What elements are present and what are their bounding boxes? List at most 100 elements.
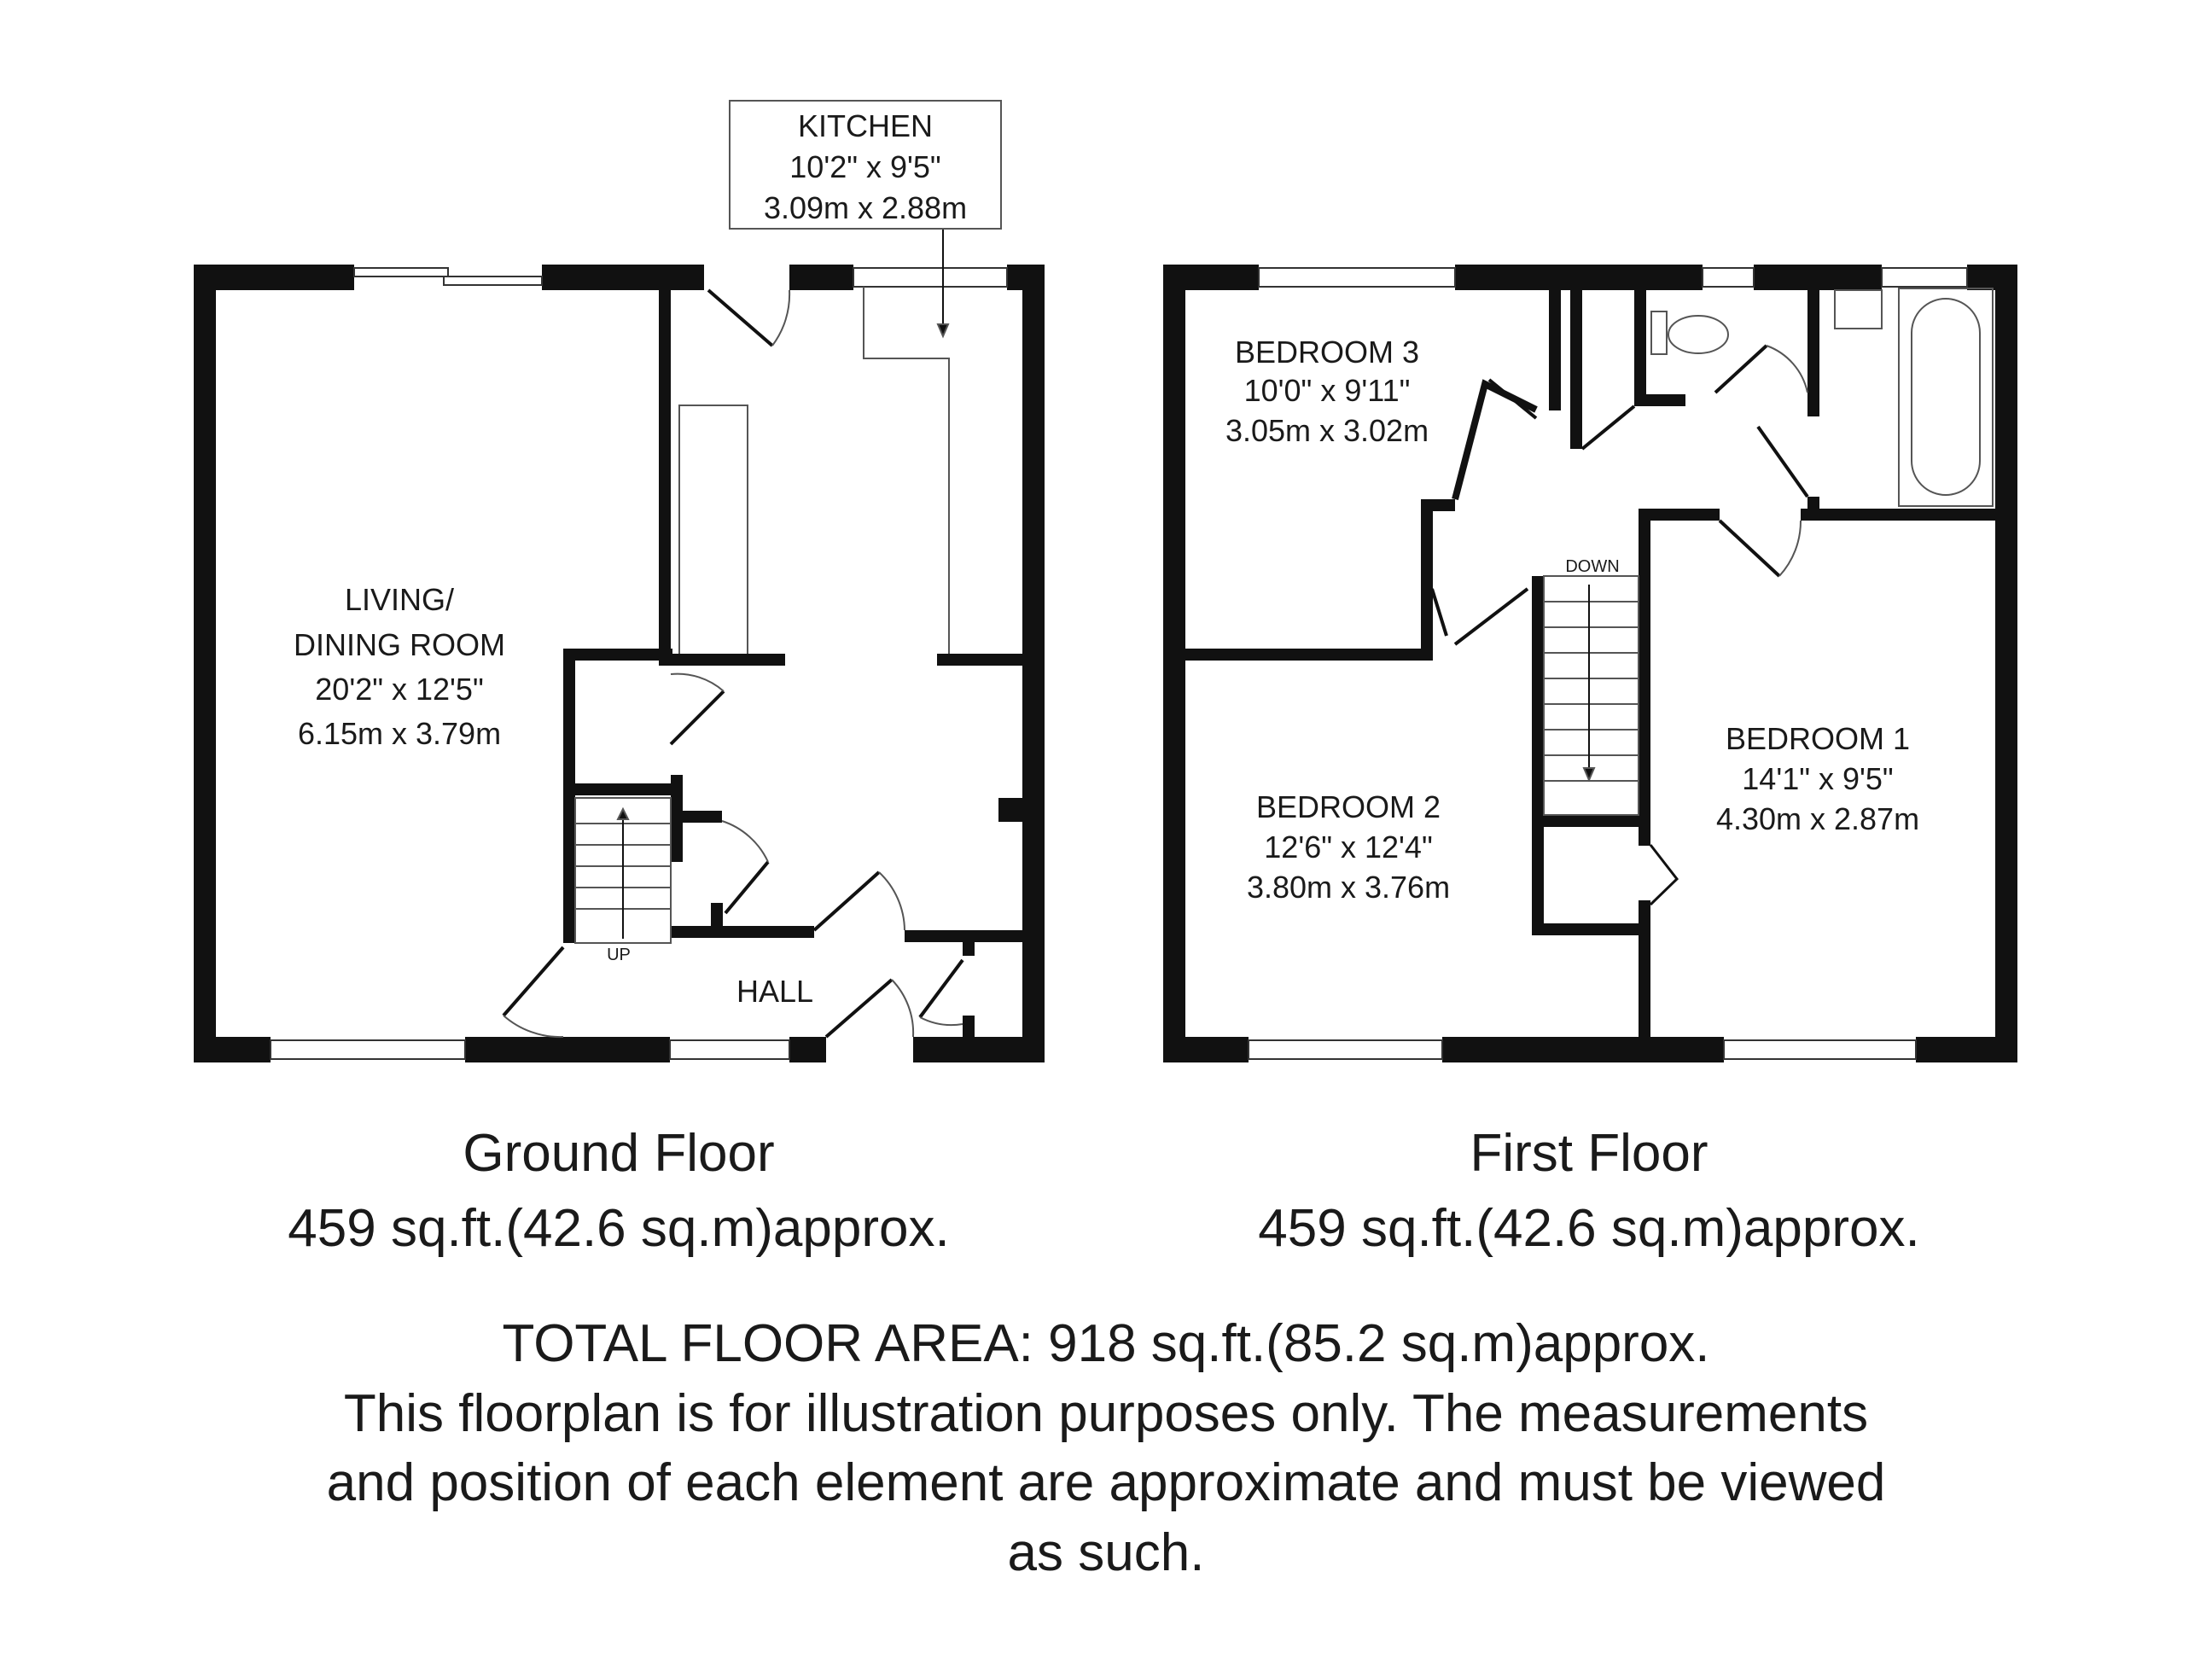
ground-floor-area: 459 sq.ft.(42.6 sq.m)approx. (288, 1199, 949, 1258)
door-swing (1766, 345, 1808, 393)
wall (1639, 900, 1650, 1062)
window (1881, 267, 1968, 288)
first-floor-plan (1163, 265, 2017, 1062)
bedroom2-metric: 3.80m x 3.76m (1247, 870, 1450, 905)
door-swing (878, 871, 905, 931)
disclaimer-line1: This floorplan is for illustration purpo… (344, 1384, 1868, 1443)
door (1649, 844, 1679, 906)
wall (913, 1037, 1045, 1062)
wall (1634, 394, 1685, 406)
toilet-cistern (1650, 311, 1668, 355)
wall (1421, 499, 1455, 511)
first-floor-windows (1248, 267, 1968, 1060)
wall (1801, 509, 2017, 521)
first-floor-fixtures (1430, 288, 1994, 906)
wall (563, 783, 672, 795)
wall (1807, 287, 1819, 416)
wall (1532, 923, 1650, 935)
wall (1807, 497, 1819, 509)
bedroom2-name: BEDROOM 2 (1256, 789, 1441, 824)
kitchen-worktop (863, 287, 950, 654)
door-swing (771, 289, 791, 346)
door (502, 946, 565, 1017)
kitchen-imperial: 10'2" x 9'5" (789, 149, 940, 184)
stair-arrow-head (616, 806, 630, 820)
wall (1643, 509, 1720, 521)
kitchen-metric: 3.09m x 2.88m (764, 190, 967, 225)
wall (789, 265, 853, 290)
bedroom1-name: BEDROOM 1 (1726, 721, 1910, 756)
wall (937, 654, 1022, 666)
door (918, 958, 964, 1019)
door (824, 978, 894, 1039)
wall (1185, 649, 1433, 661)
bath-inner (1911, 298, 1981, 496)
door (669, 690, 725, 746)
floor-titles: Ground Floor 459 sq.ft.(42.6 sq.m)approx… (288, 1124, 1919, 1258)
wall (194, 265, 354, 290)
door (1487, 378, 1538, 420)
basin (1834, 289, 1883, 329)
wall (1532, 576, 1544, 934)
door (707, 288, 774, 347)
window (1702, 267, 1755, 288)
wall (1995, 265, 2017, 1062)
wall (659, 265, 671, 666)
wall (671, 926, 814, 938)
window (270, 1039, 466, 1060)
door-swing (503, 1015, 564, 1039)
stairs-down-label: DOWN (1565, 557, 1619, 576)
total-floor-area: TOTAL FLOOR AREA: 918 sq.ft.(85.2 sq.m)a… (502, 1314, 1709, 1373)
disclaimer-line3: as such. (1008, 1523, 1205, 1582)
wall (998, 798, 1022, 822)
door (812, 870, 881, 932)
wall (1639, 509, 1650, 846)
door (1453, 587, 1529, 646)
wall (1163, 265, 1185, 1062)
wall (711, 903, 723, 937)
bedroom1-imperial: 14'1" x 9'5" (1742, 761, 1893, 796)
window (1258, 267, 1456, 288)
staircase (1543, 575, 1639, 816)
staircase (574, 797, 672, 944)
wall (1163, 265, 1259, 290)
window (669, 1039, 790, 1060)
window (1723, 1039, 1917, 1060)
disclaimer-line2: and position of each element are approxi… (327, 1453, 1886, 1512)
landing-wall (1452, 379, 1538, 501)
stair-arrow-head (1582, 767, 1596, 783)
door (1430, 588, 1448, 637)
bedroom3-metric: 3.05m x 3.02m (1225, 413, 1429, 448)
wall (963, 1016, 975, 1041)
living-name-line1: LIVING/ (345, 582, 454, 617)
wall (1916, 1037, 2017, 1062)
wall (963, 930, 975, 956)
wall (659, 654, 785, 666)
wall (1022, 265, 1045, 1062)
door (1714, 344, 1768, 394)
wall (671, 811, 722, 823)
wall (563, 649, 672, 661)
bedroom1-metric: 4.30m x 2.87m (1716, 801, 1919, 836)
wall (465, 1037, 670, 1062)
door (724, 860, 770, 915)
first-floor-area: 459 sq.ft.(42.6 sq.m)approx. (1258, 1199, 1919, 1258)
label-pointer-head (936, 323, 950, 339)
living-name-line2: DINING ROOM (294, 627, 505, 662)
window (1248, 1039, 1443, 1060)
stairs-up-label: UP (607, 946, 631, 964)
wall (1549, 287, 1561, 410)
wall (563, 649, 575, 943)
wall (1570, 287, 1582, 449)
wall (1967, 265, 2017, 290)
wall (1455, 265, 1703, 290)
ground-floor-title: Ground Floor (463, 1124, 774, 1183)
wall (1754, 265, 1882, 290)
bedroom3-name: BEDROOM 3 (1235, 335, 1419, 370)
kitchen-label-box (729, 100, 1002, 230)
door (1718, 519, 1781, 578)
window (443, 276, 543, 286)
first-floor-labels: BEDROOM 3 10'0" x 9'11" 3.05m x 3.02m BE… (1225, 335, 1919, 905)
door (1580, 405, 1636, 451)
